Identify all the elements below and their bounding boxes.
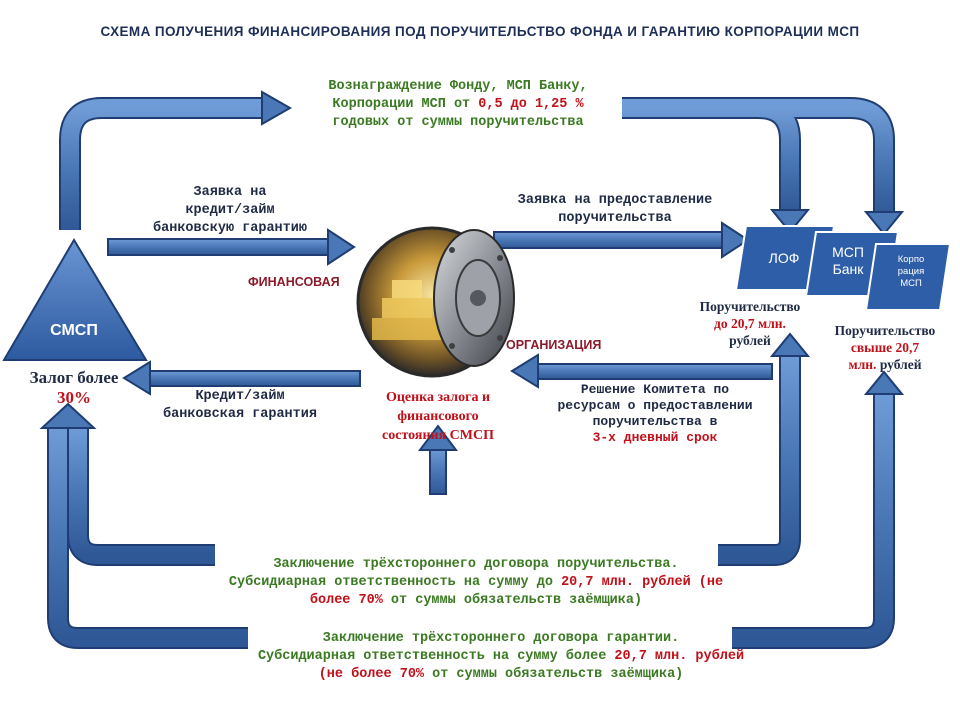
tripartite-surety-text: Заключение трёхстороннего договора поруч… [176, 556, 776, 610]
credit-application-text: Заявка на кредит/займ банковскую гаранти… [110, 184, 350, 238]
lof-guarantee-text: Поручительство до 20,7 млн. рублей [680, 298, 820, 349]
arrow-guarantee-application [493, 221, 750, 259]
reward-line1: Вознаграждение Фонду, МСП Банку, [328, 79, 588, 94]
corporation-label: Корпо рация МСП [882, 254, 940, 290]
guarantee-application-text: Заявка на предоставление поручительства [480, 192, 750, 228]
credit-out-line2: банковская гарантия [163, 407, 317, 422]
committee-text: Решение Комитета по ресурсам о предостав… [530, 382, 780, 446]
smsp-up-arrowhead [39, 402, 97, 429]
arrow-committee-decision [510, 353, 773, 389]
lof-guarantee-unit: рублей [729, 333, 771, 348]
vault-image [356, 226, 515, 378]
assessment-line3: состояния СМСП [382, 428, 494, 443]
smsp-label: СМСП [50, 322, 98, 339]
arrow-assessment-up [418, 424, 458, 495]
credit-application-line2: кредит/займ [185, 203, 275, 218]
page-title: СХЕМА ПОЛУЧЕНИЯ ФИНАНСИРОВАНИЯ ПОД ПОРУЧ… [100, 24, 860, 39]
msp-bank-label: МСП Банк [832, 244, 864, 277]
reward-line3: годовых от суммы поручительства [332, 115, 584, 130]
smsp-triangle [2, 238, 148, 361]
tripartite-guarantee-line1: Заключение трёхстороннего договора гаран… [322, 631, 680, 646]
corp-down-arrowhead [863, 211, 905, 236]
lof-down-arrowhead [769, 209, 811, 234]
corporation-guarantee-value2: млн. [848, 357, 877, 372]
guarantee-application-line1: Заявка на предоставление [517, 193, 713, 208]
committee-line3: поручительства в [592, 414, 718, 429]
financial-org-label-left: ФИНАНСОВАЯ [248, 275, 340, 289]
tripartite-guarantee-amount: 20,7 млн. рублей [614, 649, 745, 664]
reward-arrowhead [261, 90, 293, 126]
assessment-line1: Оценка залога и [385, 390, 491, 405]
corporation-label-line3: МСП [900, 278, 922, 289]
tripartite-surety-line3: более 70% от суммы обязательств заёмщика… [309, 593, 643, 608]
committee-term: 3-х дневный срок [592, 430, 718, 445]
collateral-label: Залог более [29, 368, 119, 387]
corp-up-arrowhead [863, 370, 905, 395]
collateral-text: Залог более 30% [0, 368, 148, 408]
reward-text: Вознаграждение Фонду, МСП Банку, Корпора… [268, 78, 648, 132]
credit-application-line3: банковскую гарантию [153, 221, 307, 236]
arrow-credit-out [122, 360, 361, 396]
tripartite-surety-line2: Субсидиарная ответственность на сумму до… [228, 575, 724, 590]
corporation-label-line1: Корпо [897, 254, 925, 265]
tripartite-guarantee-line2: Субсидиарная ответственность на сумму бо… [257, 649, 745, 664]
lof-label: ЛОФ [768, 250, 800, 266]
corporation-guarantee-unit-line: млн. рублей [812, 356, 958, 373]
tripartite-guarantee-limit: (не более 70% [318, 667, 425, 682]
tripartite-surety-limit: более 70% [309, 593, 383, 608]
tripartite-surety-amount: 20,7 млн. рублей (не [561, 575, 724, 590]
tripartite-guarantee-text: Заключение трёхстороннего договора гаран… [196, 630, 806, 684]
credit-out-line1: Кредит/займ [195, 389, 285, 404]
corporation-label-line2: рация [897, 266, 925, 277]
committee-line1: Решение Комитета по [580, 382, 730, 397]
corporation-guarantee-label: Поручительство [834, 323, 936, 338]
assessment-text: Оценка залога и финансового состояния СМ… [350, 388, 526, 445]
credit-out-text: Кредит/займ банковская гарантия [130, 388, 350, 424]
committee-line2: ресурсам о предоставлении [557, 398, 753, 413]
collateral-value: 30% [57, 388, 91, 407]
reward-line2: Корпорации МСП от 0,5 до 1,25 % [332, 97, 584, 112]
corporation-guarantee-unit: рублей [876, 357, 922, 372]
lof-up-arrowhead [769, 332, 811, 357]
corporation-box [864, 243, 952, 311]
lof-guarantee-label: Поручительство [699, 299, 801, 314]
tripartite-surety-line1: Заключение трёхстороннего договора поруч… [273, 557, 679, 572]
assessment-line2: финансового [397, 409, 479, 424]
institution-boxes [734, 225, 952, 311]
guarantee-application-line2: поручительства [558, 211, 672, 226]
lof-guarantee-value: до 20,7 млн. [714, 316, 786, 331]
reward-rate: 0,5 до 1,25 % [478, 97, 584, 112]
tripartite-guarantee-line3: (не более 70% от суммы обязательств заём… [318, 667, 684, 682]
credit-application-line1: Заявка на [193, 185, 267, 200]
corporation-guarantee-value: свыше 20,7 [850, 340, 920, 355]
financial-org-label-right: ОРГАНИЗАЦИЯ [506, 338, 602, 352]
corporation-guarantee-text: Поручительство свыше 20,7 млн. рублей [812, 322, 958, 373]
arrow-credit-application [107, 228, 356, 266]
